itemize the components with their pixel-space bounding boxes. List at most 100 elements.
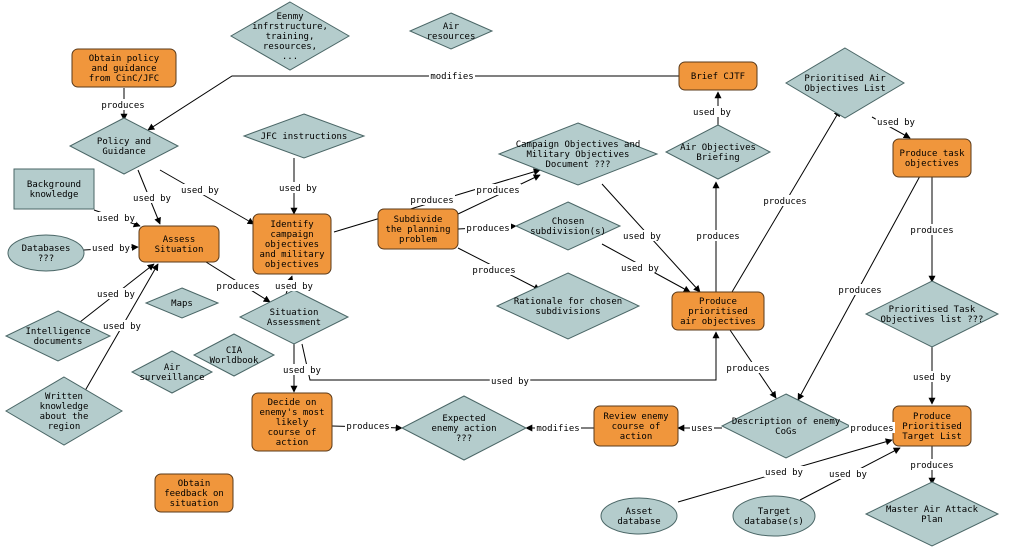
node-label-line: Document ???: [545, 160, 610, 170]
edge-label: used by: [92, 244, 131, 254]
node-label-line: Description of enemy: [732, 417, 841, 427]
node-label-line: knowledge: [30, 190, 79, 200]
database-ellipse: [600, 497, 678, 535]
edge-label: produces: [346, 422, 389, 432]
activity-box: [138, 225, 220, 263]
edge-label-background: [471, 264, 517, 275]
node-label-line: Identify: [270, 220, 314, 230]
node-label-line: Objectives List: [804, 84, 885, 94]
node-label-line: Background: [27, 180, 81, 190]
node-label-line: Objectives list ???: [881, 315, 984, 325]
node-label-line: Written: [45, 392, 83, 402]
edge-label-background: [691, 106, 733, 117]
edge-label-background: [179, 184, 221, 195]
node-label-line: subdivision(s): [530, 227, 606, 237]
artifact-diamond: [68, 117, 180, 175]
artifact-diamond: [495, 272, 641, 340]
edge-label: produces: [216, 282, 259, 292]
edge-label-background: [837, 284, 883, 295]
node-label-line: feedback on: [164, 489, 224, 499]
edge-label: used by: [97, 214, 136, 224]
node-label-line: from CinC/JFC: [89, 74, 159, 84]
node-label-line: air objectives: [680, 317, 756, 327]
edge-label-background: [911, 371, 953, 382]
node-label-line: Review enemy: [603, 412, 669, 422]
node-label-line: Policy and: [97, 137, 151, 147]
node-label-line: Campaign Objectives and: [516, 140, 641, 150]
node-label-line: problem: [399, 235, 437, 245]
node-label-line: ???: [38, 254, 54, 264]
edge-label: produces: [910, 461, 953, 471]
edge-label-background: [90, 242, 132, 253]
node-label-line: Obtain policy: [89, 54, 160, 64]
edge-label: produces: [466, 224, 509, 234]
artifact-diamond: [229, 1, 351, 71]
node-label-line: ???: [456, 434, 472, 444]
edge-label: produces: [838, 286, 881, 296]
node-label-line: Briefing: [696, 153, 739, 163]
edge-label: used by: [693, 108, 732, 118]
node-label-line: Brief CJTF: [691, 72, 745, 82]
edge-label: produces: [472, 266, 515, 276]
edge-label: produces: [726, 364, 769, 374]
node-label-line: Worldbook: [210, 356, 259, 366]
activity-box: [892, 138, 972, 178]
edge-label-background: [409, 194, 455, 205]
artifact-diamond: [242, 113, 366, 159]
edge-label: produces: [410, 196, 453, 206]
edge-label-background: [101, 320, 143, 331]
node-label-line: and military: [259, 250, 325, 260]
node-label-line: Prioritised Task: [889, 305, 976, 315]
node-label-line: Air Objectives: [680, 143, 756, 153]
artifact-diamond: [785, 47, 905, 119]
edge-label: used by: [623, 232, 662, 242]
artifact-diamond: [238, 289, 350, 345]
edge-label: used by: [829, 470, 868, 480]
database-ellipse: [7, 234, 85, 272]
node-label-line: and guidance: [91, 64, 156, 74]
edge-label: used by: [97, 290, 136, 300]
edge-label-background: [281, 364, 323, 375]
activity-box: [671, 291, 765, 331]
node-label-line: campaign: [270, 230, 313, 240]
node-label-line: Produce: [913, 412, 951, 422]
artifact-diamond: [497, 122, 659, 186]
edge-label-background: [277, 182, 319, 193]
node-label-line: prioritised: [688, 307, 748, 317]
node-label-line: Plan: [921, 515, 943, 525]
node-label-line: database(s): [744, 517, 804, 527]
edge-label-background: [725, 362, 771, 373]
edge-label-background: [100, 99, 146, 110]
edge-label: used by: [877, 118, 916, 128]
node-label-line: Assess: [163, 235, 196, 245]
edge-label: used by: [279, 184, 318, 194]
node-label-line: database: [617, 517, 660, 527]
activity-box: [251, 392, 333, 452]
edge-label: produces: [101, 101, 144, 111]
node-label-line: Air: [443, 22, 460, 32]
node-label-line: resources: [427, 32, 476, 42]
node-label-line: Produce task: [899, 149, 965, 159]
edge-label: produces: [763, 197, 806, 207]
artifact-diamond: [720, 393, 852, 459]
edge-label-background: [215, 280, 261, 291]
node-label-line: training,: [266, 32, 315, 42]
edge-label: used by: [621, 264, 660, 274]
edge-label-background: [695, 230, 741, 241]
node-label-line: Military Objectives: [527, 150, 630, 160]
